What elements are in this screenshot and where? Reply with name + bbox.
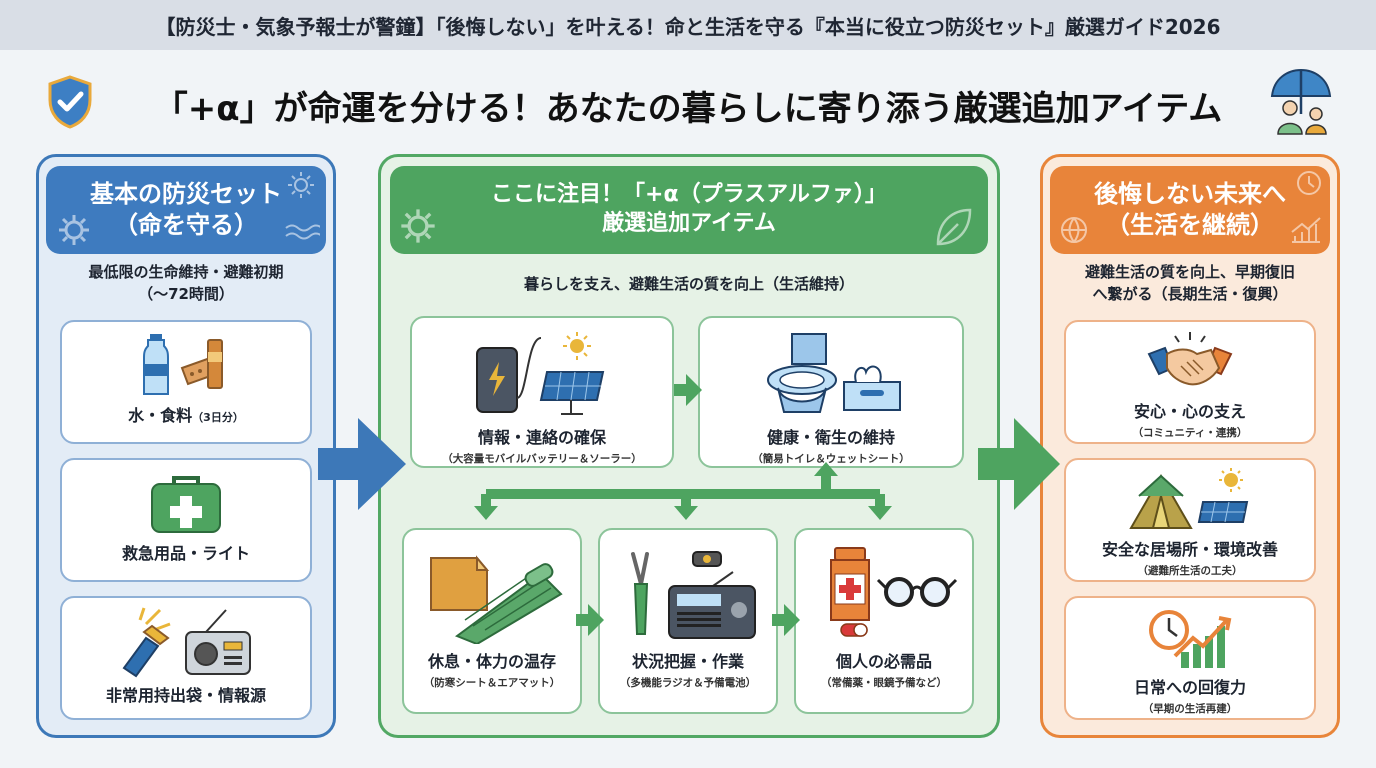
card-emergency-bag: 非常用持出袋・情報源: [60, 596, 312, 720]
medicine-glasses-icon: [830, 547, 958, 637]
clock-icon: [1297, 171, 1321, 195]
card-health-hygiene-title: 健康・衛生の維持: [766, 428, 895, 447]
water-food-icon: [143, 334, 223, 395]
chart-up-icon: [1291, 217, 1321, 243]
gear-icon: [401, 209, 435, 243]
card-safe-place: 安全な居場所・環境改善 （避難所生活の工夫）: [1064, 458, 1316, 582]
gear-icon: [59, 215, 89, 245]
card-info-contact-title: 情報・連絡の確保: [477, 428, 606, 447]
card-safe-place-note: （避難所生活の工夫）: [1137, 565, 1243, 577]
card-situation-work-title: 状況把握・作業: [631, 652, 744, 671]
card-first-aid: 救急用品・ライト: [60, 458, 312, 582]
future-description: 避難生活の質を向上、早期復旧 へ繋がる（長期生活・復興）: [1050, 262, 1330, 306]
card-info-contact-note: （大容量モバイルバッテリー＆ソーラー）: [442, 453, 642, 465]
basic-set-subtitle: （命を守る）: [114, 211, 258, 239]
card-water-food-title: 水・食料（3日分）: [128, 402, 244, 426]
page-headline: 「+α」が命運を分ける！あなたの暮らしに寄り添う厳選追加アイテム: [153, 88, 1223, 129]
card-rest-stamina-title: 休息・体力の温存: [427, 652, 556, 671]
card-first-aid-title: 救急用品・ライト: [121, 544, 250, 563]
globe-icon: [1061, 217, 1087, 243]
basic-set-title: 基本の防災セット: [90, 179, 282, 208]
card-info-contact: 情報・連絡の確保 （大容量モバイルバッテリー＆ソーラー）: [410, 316, 674, 468]
basic-set-description-line1: 最低限の生命維持・避難初期: [88, 263, 284, 281]
future-description-line1: 避難生活の質を向上、早期復旧: [1084, 263, 1295, 281]
card-water-food: 水・食料（3日分）: [60, 320, 312, 444]
wave-icon: [285, 224, 320, 240]
plus-alpha-header: ここに注目！「+α（プラスアルファ）」 厳選追加アイテム: [390, 166, 988, 254]
tent-solar-icon: [1129, 468, 1249, 529]
card-recovery-title: 日常への回復力: [1133, 678, 1246, 697]
card-recovery: 日常への回復力 （早期の生活再建）: [1064, 596, 1316, 720]
card-personal-items: 個人の必需品 （常備薬・眼鏡予備など）: [794, 528, 974, 714]
clock-growth-icon: [1149, 610, 1232, 668]
plus-alpha-title: ここに注目！「+α（プラスアルファ）」: [491, 182, 887, 208]
shield-check-icon: [46, 74, 94, 134]
future-description-line2: へ繋がる（長期生活・復興）: [1092, 284, 1288, 303]
card-peace-of-mind: 安心・心の支え （コミュニティ・連携）: [1064, 320, 1316, 444]
card-safe-place-title: 安全な居場所・環境改善: [1101, 540, 1278, 559]
top-banner: 【防災士・気象予報士が警鐘】「後悔しない」を叶える！命と生活を守る『本当に役立つ…: [0, 0, 1376, 50]
card-situation-work-note: （多機能ラジオ＆予備電池）: [619, 677, 757, 689]
future-header: 後悔しない未来へ （生活を継続）: [1050, 166, 1330, 254]
future-title: 後悔しない未来へ: [1094, 179, 1286, 208]
basic-set-header: 基本の防災セット （命を守る）: [46, 166, 326, 254]
battery-solar-icon: [476, 332, 605, 415]
card-health-hygiene: 健康・衛生の維持 （簡易トイレ＆ウェットシート）: [698, 316, 964, 468]
flashlight-radio-icon: [122, 607, 251, 678]
basic-set-description-line2: （〜72時間）: [138, 284, 234, 303]
card-water-food-note: （3日分）: [192, 411, 244, 424]
card-recovery-note: （早期の生活再建）: [1142, 703, 1238, 715]
card-rest-stamina-note: （防寒シート＆エアマット）: [423, 677, 561, 689]
card-emergency-bag-title: 非常用持出袋・情報源: [105, 686, 266, 705]
sun-icon: [288, 172, 314, 198]
handshake-icon: [1147, 332, 1233, 386]
blanket-mat-icon: [430, 555, 563, 644]
leaf-icon: [936, 208, 972, 246]
tool-radio-icon: [631, 551, 756, 639]
card-personal-items-note: （常備薬・眼鏡予備など）: [821, 677, 947, 689]
basic-set-description: 最低限の生命維持・避難初期 （〜72時間）: [46, 262, 326, 306]
plus-alpha-subtitle: 厳選追加アイテム: [602, 211, 776, 236]
first-aid-kit-icon: [151, 476, 221, 533]
card-water-food-label: 水・食料: [128, 406, 193, 425]
card-situation-work: 状況把握・作業 （多機能ラジオ＆予備電池）: [598, 528, 778, 714]
card-peace-of-mind-title: 安心・心の支え: [1133, 402, 1246, 421]
future-subtitle: （生活を継続）: [1106, 211, 1274, 239]
card-peace-of-mind-note: （コミュニティ・連携）: [1132, 427, 1248, 439]
umbrella-person-icon: [1268, 68, 1334, 140]
card-personal-items-title: 個人の必需品: [835, 652, 932, 671]
card-rest-stamina: 休息・体力の温存 （防寒シート＆エアマット）: [402, 528, 582, 714]
plus-alpha-description: 暮らしを支え、避難生活の質を向上（生活維持）: [523, 275, 854, 293]
toilet-wipes-icon: [767, 333, 901, 413]
card-health-hygiene-note: （簡易トイレ＆ウェットシート）: [752, 453, 910, 465]
